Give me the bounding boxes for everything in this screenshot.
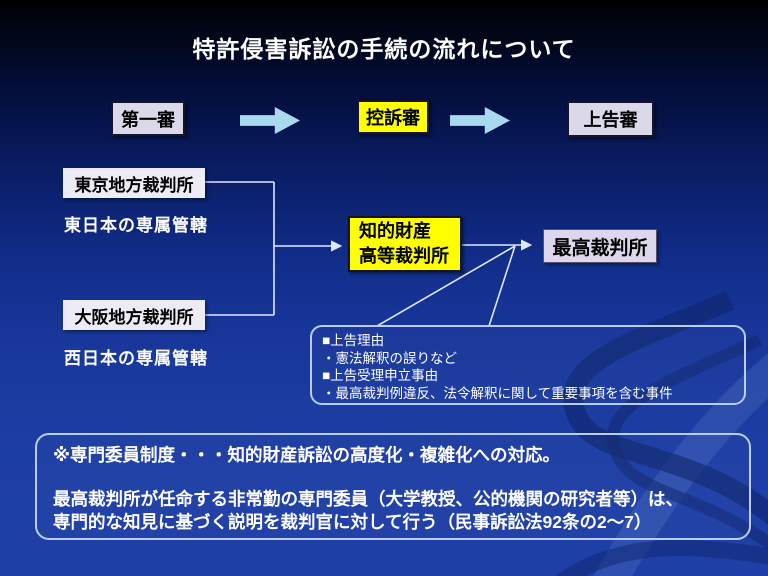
appeal-reason-line-1: ■上告理由	[322, 333, 385, 348]
appeal-reason-line-2: ・憲法解釈の誤りなど	[322, 350, 457, 366]
supreme-court-label: 最高裁判所	[552, 237, 648, 259]
stage-box-first-instance: 第一審	[111, 101, 185, 136]
ip-high-court-line1: 知的財産	[359, 221, 431, 241]
dark-swoosh-curve-2	[607, 334, 768, 551]
supreme-court-box: 最高裁判所	[543, 229, 657, 263]
stage-box-appeal-court: 控訴審	[357, 100, 429, 134]
expert-commissioner-note-box: ※専門委員制度・・・知的財産訴訟の高度化・複雑化への対応。 最高裁判所が任命する…	[35, 433, 751, 540]
east-japan-jurisdiction-note: 東日本の専属管轄	[64, 216, 208, 235]
stage-first-label: 第一審	[121, 109, 175, 130]
expert-note-line-2: 最高裁判所が任命する非常勤の専門委員（大学教授、公的機関の研究者等）は、	[53, 489, 683, 509]
stage-third-label: 上告審	[583, 110, 638, 130]
ip-high-court-line2: 高等裁判所	[359, 246, 449, 266]
tokyo-district-court-box: 東京地方裁判所	[63, 168, 205, 198]
osaka-district-court-box: 大阪地方裁判所	[63, 300, 205, 330]
slide-title: 特許侵害訴訟の手続の流れについて	[192, 36, 576, 62]
dark-swoosh-curve-1	[563, 290, 768, 525]
appeal-reason-line-4: ・最高裁判例違反、法令解釈に関して重要事項を含む事件	[322, 385, 673, 401]
west-japan-jurisdiction-note: 西日本の専属管轄	[64, 349, 208, 368]
appeal-reasons-box: ■上告理由 ・憲法解釈の誤りなど ■上告受理申立事由 ・最高裁判例違反、法令解釈…	[310, 325, 746, 405]
tokyo-district-court-label: 東京地方裁判所	[74, 175, 194, 195]
ip-high-court-box: 知的財産 高等裁判所	[348, 216, 462, 272]
dark-swoosh-curve-3	[555, 540, 768, 576]
expert-note-line-3: 専門的な知見に基づく説明を裁判官に対して行う（民事訴訟法92条の2～7）	[53, 512, 652, 532]
stage-box-final-appeal: 上告審	[567, 101, 654, 137]
expert-note-spacer	[53, 467, 733, 488]
osaka-district-court-label: 大阪地方裁判所	[74, 307, 194, 327]
expert-note-line-1: ※専門委員制度・・・知的財産訴訟の高度化・複雑化への対応。	[53, 445, 561, 465]
stage-second-label: 控訴審	[366, 108, 420, 128]
appeal-reason-line-3: ■上告受理申立事由	[322, 368, 439, 383]
